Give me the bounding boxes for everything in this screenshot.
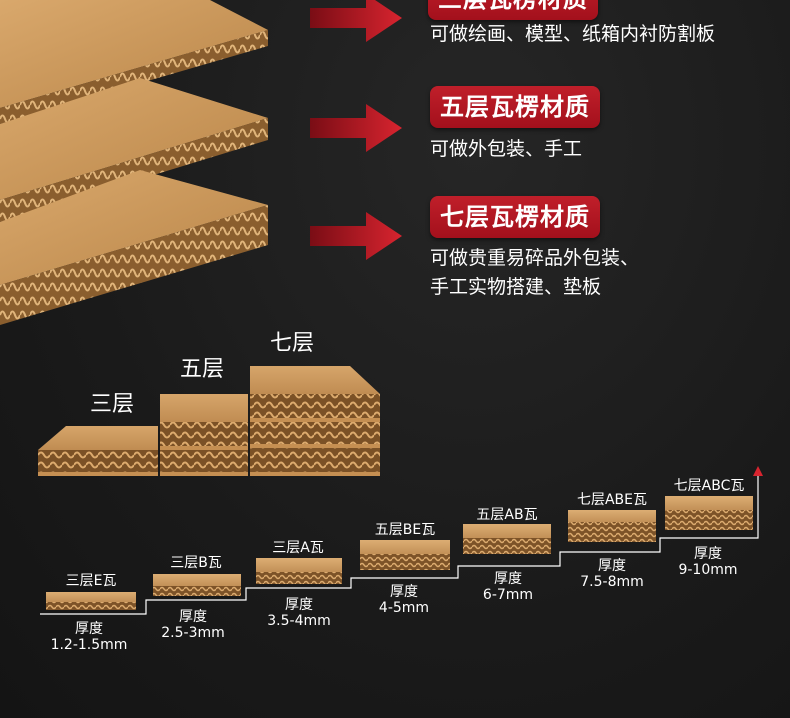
arrow-right-icon	[310, 104, 402, 152]
section-title-five-layer: 五层瓦楞材质	[430, 86, 600, 128]
thickness-e: 厚度 1.2-1.5mm	[50, 621, 128, 653]
corrugated-boards-image	[0, 0, 268, 325]
layer-label-seven: 七层	[270, 331, 315, 356]
flute-name-be: 五层BE瓦	[374, 522, 436, 538]
flute-name-abc: 七层ABC瓦	[673, 478, 745, 494]
flute-name-a: 三层A瓦	[272, 540, 324, 556]
thickness-abe: 厚度 7.5-8mm	[580, 558, 644, 590]
arrow-right-icon	[310, 0, 402, 42]
thickness-abc: 厚度 9-10mm	[678, 546, 738, 578]
thickness-ab: 厚度 6-7mm	[482, 571, 534, 603]
section-desc-five-layer: 可做外包装、手工	[430, 138, 583, 160]
flute-name-abe: 七层ABE瓦	[576, 492, 648, 508]
section-desc-seven-layer: 可做贵重易碎品外包装、 手工实物搭建、垫板	[430, 247, 640, 298]
flute-name-ab: 五层AB瓦	[476, 507, 538, 523]
flute-name-b: 三层B瓦	[170, 555, 222, 571]
thickness-b: 厚度 2.5-3mm	[161, 609, 225, 641]
layer-label-five: 五层	[180, 357, 225, 382]
flute-name-e: 三层E瓦	[65, 573, 117, 589]
thickness-be: 厚度 4-5mm	[378, 584, 430, 616]
layer-comparison-image	[38, 366, 380, 476]
section-title-seven-layer: 七层瓦楞材质	[430, 196, 600, 238]
section-desc-three-layer: 可做绘画、模型、纸箱内衬防割板	[430, 23, 716, 45]
layer-label-three: 三层	[90, 392, 135, 417]
section-title-three-layer: 三层瓦楞材质	[428, 0, 598, 20]
arrow-right-icon	[310, 212, 402, 260]
thickness-stairs-diagram	[40, 466, 763, 615]
thickness-a: 厚度 3.5-4mm	[267, 597, 331, 629]
